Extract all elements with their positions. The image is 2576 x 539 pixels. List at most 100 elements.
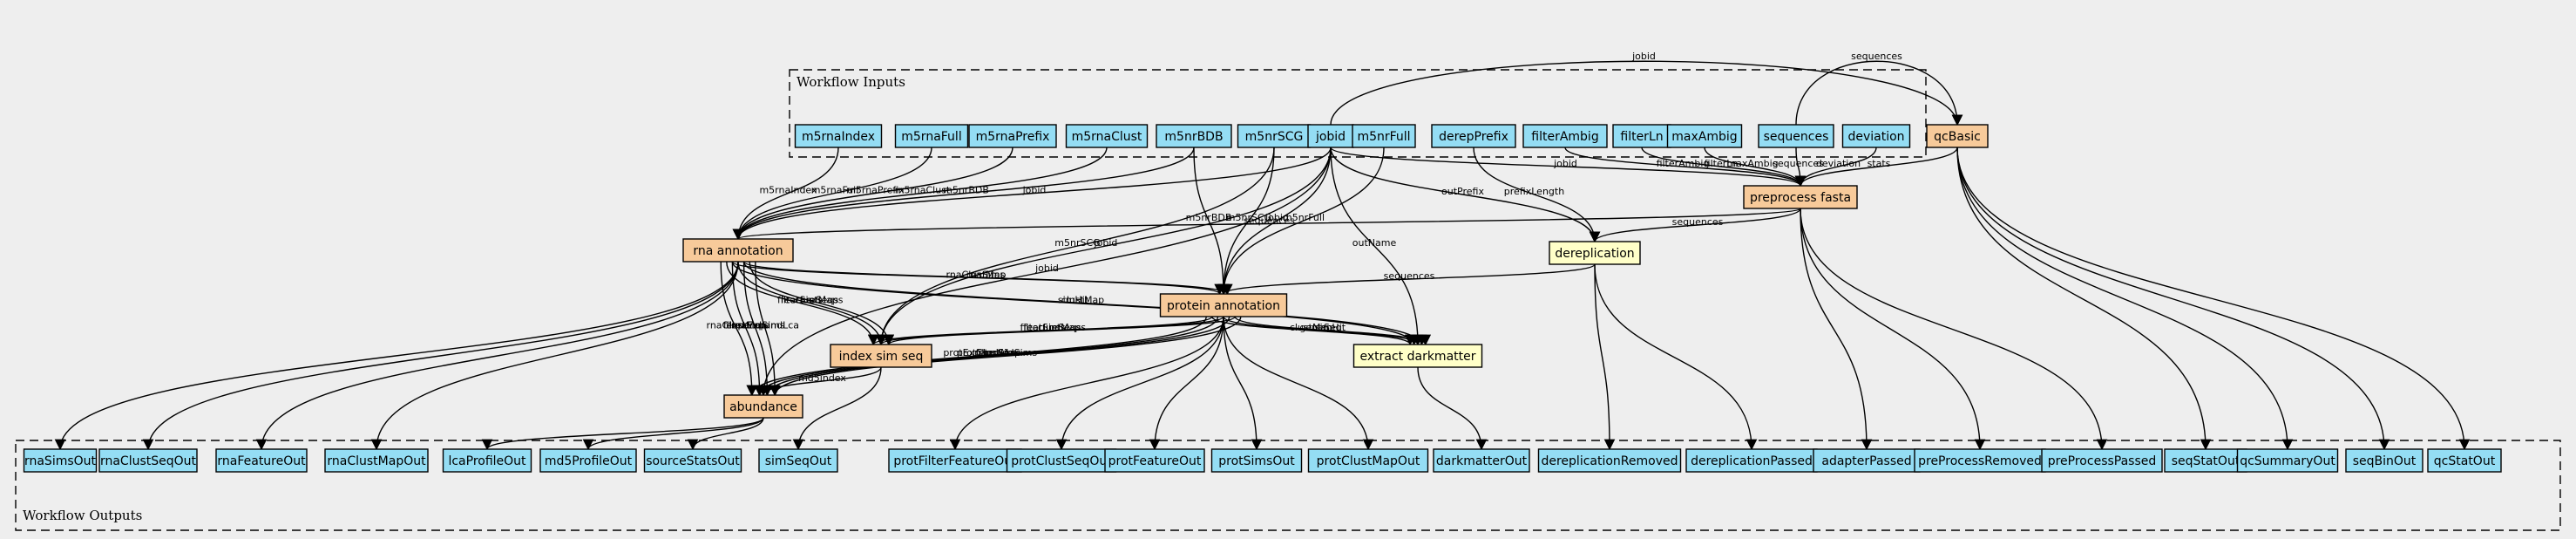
edge-proteinAnnotation-to-abundance — [754, 316, 1219, 397]
node-m5rnaClust[interactable]: m5rnaClust — [1065, 124, 1149, 148]
node-derepPrefix[interactable]: derepPrefix — [1431, 124, 1516, 148]
node-extractDarkmatter[interactable]: extract darkmatter — [1352, 344, 1483, 368]
node-label-md5ProfileOut: md5ProfileOut — [545, 454, 633, 468]
edge-label-m5nrBDB-to-rnaAnnotation: m5nrBDB — [943, 185, 989, 196]
node-jobid[interactable]: jobid — [1307, 124, 1354, 148]
edge-dereplication-to-proteinAnnotation — [1217, 263, 1596, 296]
node-protFeatureOut[interactable]: protFeatureOut — [1104, 448, 1205, 473]
node-label-seqStatOut: seqStatOut — [2172, 454, 2240, 468]
node-label-proteinAnnotation: protein annotation — [1167, 299, 1280, 313]
node-rnaClustSeqOut[interactable]: rnaClustSeqOut — [98, 448, 198, 473]
node-proteinAnnotation[interactable]: protein annotation — [1159, 293, 1288, 317]
edge-proteinAnnotation-to-extractDarkmatter — [1211, 316, 1416, 346]
node-filterAmbig[interactable]: filterAmbig — [1522, 124, 1608, 148]
edge-preprocess-to-preProcessPassed — [1800, 208, 2108, 451]
node-indexSimSeq[interactable]: index sim seq — [830, 344, 932, 368]
node-preprocess[interactable]: preprocess fasta — [1743, 185, 1858, 209]
node-label-preProcessRemoved: preProcessRemoved — [1918, 454, 2042, 468]
edge-label-proteinAnnotation-to-abundance: expandSims — [979, 347, 1038, 358]
node-m5rnaPrefix[interactable]: m5rnaPrefix — [968, 124, 1057, 148]
edge-m5rnaFull-to-rnaAnnotation — [732, 147, 932, 241]
edge-dereplication-to-dereplicationPassed — [1594, 263, 1758, 451]
node-label-rnaSimsOut: rnaSimsOut — [24, 454, 97, 468]
node-preProcessRemoved[interactable]: preProcessRemoved — [1914, 448, 2046, 473]
node-label-indexSimSeq: index sim seq — [839, 350, 924, 364]
node-label-preProcessPassed: preProcessPassed — [2048, 454, 2157, 468]
node-label-rnaClustSeqOut: rnaClustSeqOut — [100, 454, 197, 468]
node-label-lcaProfileOut: lcaProfileOut — [448, 454, 526, 468]
node-rnaAnnotation[interactable]: rna annotation — [682, 238, 794, 263]
edge-label-m5nrBDB-to-proteinAnnotation: m5nrBDB — [1186, 212, 1232, 223]
edge-preprocess-to-adapterPassed — [1800, 208, 1873, 451]
edge-jobid-to-dereplication — [1330, 147, 1601, 243]
node-m5nrBDB[interactable]: m5nrBDB — [1156, 124, 1232, 148]
edge-jobid-to-abundance — [757, 147, 1332, 397]
node-dereplication[interactable]: dereplication — [1549, 241, 1641, 265]
edge-label-proteinAnnotation-to-extractDarkmatter: simHit — [1315, 322, 1346, 333]
edge-jobid-to-indexSimSeq — [875, 147, 1332, 346]
edge-jobid-to-extractDarkmatter — [1330, 147, 1424, 346]
node-m5rnaFull[interactable]: m5rnaFull — [894, 124, 969, 148]
node-preProcessPassed[interactable]: preProcessPassed — [2041, 448, 2163, 473]
node-protFilterFeatureOut[interactable]: protFilterFeatureOut — [888, 448, 1022, 473]
node-label-dereplicationPassed: dereplicationPassed — [1691, 454, 1813, 468]
edge-label-rnaAnnotation-to-proteinAnnotation: rnaSims — [966, 270, 1006, 281]
edge-jobid-to-proteinAnnotation — [1217, 147, 1332, 296]
node-protClustSeqOut[interactable]: protClustSeqOut — [1006, 448, 1117, 473]
node-label-sequences: sequences — [1764, 130, 1829, 144]
edge-rnaAnnotation-to-extractDarkmatter — [742, 261, 1427, 346]
edge-qcBasic-to-preprocess — [1794, 147, 1958, 188]
node-filterLn[interactable]: filterLn — [1612, 124, 1671, 148]
edge-label-proteinAnnotation-to-indexSimSeq: clustMaps — [1038, 322, 1086, 333]
node-label-protClustMapOut: protClustMapOut — [1317, 454, 1420, 468]
edge-label-deviation-to-preprocess: deviation — [1816, 158, 1861, 169]
edge-m5nrSCG-to-indexSimSeq — [875, 147, 1275, 346]
node-seqStatOut[interactable]: seqStatOut — [2164, 448, 2247, 473]
node-rnaSimsOut[interactable]: rnaSimsOut — [23, 448, 98, 473]
node-qcBasic[interactable]: qcBasic — [1926, 124, 1989, 148]
node-deviation[interactable]: deviation — [1841, 124, 1911, 148]
node-protClustMapOut[interactable]: protClustMapOut — [1307, 448, 1429, 473]
node-label-extractDarkmatter: extract darkmatter — [1359, 350, 1475, 364]
edge-proteinAnnotation-to-abundance — [746, 316, 1207, 397]
node-darkmatterOut[interactable]: darkmatterOut — [1433, 448, 1530, 473]
node-qcSummaryOut[interactable]: qcSummaryOut — [2236, 448, 2339, 473]
edge-indexSimSeq-to-simSeqOut — [792, 366, 882, 451]
edge-m5nrBDB-to-proteinAnnotation — [1193, 147, 1230, 296]
edge-m5rnaPrefix-to-rnaAnnotation — [732, 147, 1013, 241]
node-m5nrFull[interactable]: m5nrFull — [1352, 124, 1416, 148]
node-qcStatOut[interactable]: qcStatOut — [2427, 448, 2502, 473]
edge-m5rnaIndex-to-rnaAnnotation — [732, 147, 839, 241]
edge-indexSimSeq-to-abundance — [757, 366, 882, 397]
node-label-m5rnaPrefix: m5rnaPrefix — [976, 130, 1050, 144]
node-maxAmbig[interactable]: maxAmbig — [1666, 124, 1743, 148]
node-dereplicationPassed[interactable]: dereplicationPassed — [1685, 448, 1818, 473]
node-label-rnaFeatureOut: rnaFeatureOut — [217, 454, 306, 468]
edge-label-rnaAnnotation-to-indexSimSeq: clustMaps — [795, 295, 843, 306]
edge-label-filterAmbig-to-preprocess: filterAmbig — [1657, 158, 1710, 169]
node-label-darkmatterOut: darkmatterOut — [1436, 454, 1528, 468]
edge-label-m5rnaPrefix-to-rnaAnnotation: m5rnaPrefix — [846, 185, 905, 196]
node-m5nrSCG[interactable]: m5nrSCG — [1237, 124, 1312, 148]
node-m5rnaIndex[interactable]: m5rnaIndex — [794, 124, 883, 148]
edge-label-rnaAnnotation-to-abundance: filterSims — [723, 320, 769, 331]
node-sequences[interactable]: sequences — [1758, 124, 1834, 148]
node-lcaProfileOut[interactable]: lcaProfileOut — [442, 448, 532, 473]
edge-label-m5rnaIndex-to-rnaAnnotation: m5rnaIndex — [759, 185, 817, 196]
node-rnaFeatureOut[interactable]: rnaFeatureOut — [215, 448, 308, 473]
edge-filterLn-to-preprocess — [1641, 147, 1807, 188]
node-abundance[interactable]: abundance — [723, 394, 803, 419]
node-simSeqOut[interactable]: simSeqOut — [758, 448, 838, 473]
node-label-protFilterFeatureOut: protFilterFeatureOut — [893, 454, 1017, 468]
node-protSimsOut[interactable]: protSimsOut — [1210, 448, 1303, 473]
node-rnaClustMapOut[interactable]: rnaClustMapOut — [324, 448, 429, 473]
edge-proteinAnnotation-to-protClustMapOut — [1223, 316, 1374, 451]
node-sourceStatsOut[interactable]: sourceStatsOut — [643, 448, 742, 473]
node-label-m5nrSCG: m5nrSCG — [1245, 130, 1304, 144]
node-dereplicationRemoved[interactable]: dereplicationRemoved — [1537, 448, 1682, 473]
node-seqBinOut[interactable]: seqBinOut — [2345, 448, 2423, 473]
node-md5ProfileOut[interactable]: md5ProfileOut — [539, 448, 637, 473]
edge-qcBasic-to-qcSummaryOut — [1956, 147, 2294, 451]
node-adapterPassed[interactable]: adapterPassed — [1813, 448, 1921, 473]
edge-rnaAnnotation-to-abundance — [755, 261, 781, 397]
